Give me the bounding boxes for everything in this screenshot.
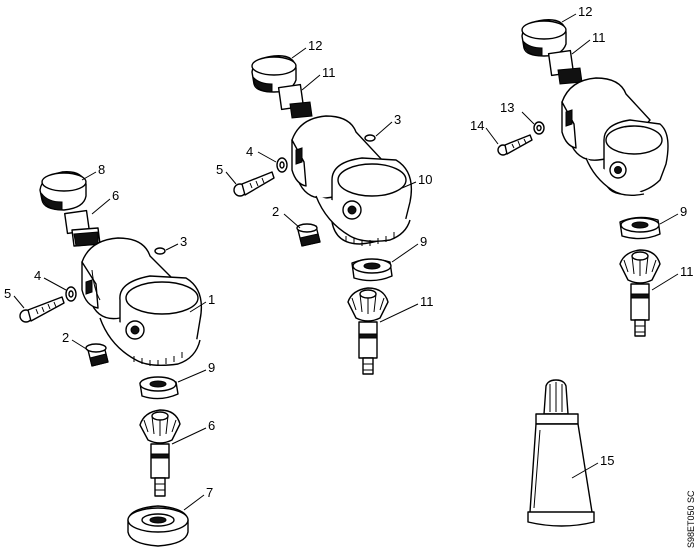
part-a-gear-shaft <box>139 409 181 497</box>
part-a-cap <box>39 171 87 211</box>
callout-a-8: 8 <box>98 162 105 177</box>
part-a-large-bearing <box>127 505 189 547</box>
callout-b-11b: 11 <box>420 294 434 309</box>
part-c-washer <box>533 121 545 135</box>
part-c-gear-shaft <box>619 249 661 337</box>
callout-a-1: 1 <box>208 292 215 307</box>
callout-a-7: 7 <box>206 485 213 500</box>
part-b-pinion <box>277 83 313 119</box>
part-b-screw <box>233 171 275 197</box>
callout-c-14: 14 <box>470 118 484 133</box>
callout-b-9: 9 <box>420 234 427 249</box>
part-b-ring <box>364 134 376 142</box>
part-c-bearing <box>619 216 661 240</box>
assembly-a <box>19 171 203 547</box>
callout-b-12: 12 <box>308 38 322 53</box>
callout-a-3: 3 <box>180 234 187 249</box>
callout-a-2: 2 <box>62 330 69 345</box>
callout-a-6b: 6 <box>208 418 215 433</box>
part-a-plug <box>85 343 109 367</box>
callout-b-11: 11 <box>322 65 336 80</box>
part-a-ring <box>154 247 166 255</box>
callout-c-9: 9 <box>680 204 687 219</box>
callout-c-13: 13 <box>500 100 514 115</box>
callout-c-12: 12 <box>578 4 592 19</box>
part-b-gear-shaft <box>347 287 389 375</box>
callout-a-5: 5 <box>4 286 11 301</box>
part-a-bearing <box>139 376 179 400</box>
assembly-c <box>497 19 669 337</box>
part-b-washer <box>276 157 288 173</box>
callout-labels: 8 6 3 4 5 1 2 9 6 7 12 11 3 4 5 10 2 9 1… <box>4 4 694 500</box>
callout-a-6: 6 <box>112 188 119 203</box>
part-b-plug <box>296 223 321 247</box>
drawing-code: S98ET050 SC <box>686 490 696 548</box>
part-c-cap <box>521 19 567 57</box>
part-grease-tube <box>527 379 595 527</box>
callout-d-15: 15 <box>600 453 614 468</box>
part-c-screw <box>497 134 533 156</box>
callout-a-4: 4 <box>34 268 41 283</box>
part-c-pinion <box>547 49 583 85</box>
callout-c-11: 11 <box>592 30 606 45</box>
callout-b-5: 5 <box>216 162 223 177</box>
assembly-b <box>233 55 413 375</box>
part-b-bearing <box>351 258 393 282</box>
callout-b-2: 2 <box>272 204 279 219</box>
part-c-housing <box>561 77 669 197</box>
callout-c-11b: 11 <box>680 264 694 279</box>
part-b-cap <box>251 55 297 93</box>
part-b-housing <box>291 115 413 246</box>
part-a-pinion <box>64 209 101 247</box>
part-a-screw <box>19 296 65 323</box>
callout-b-4: 4 <box>246 144 253 159</box>
leader-lines <box>13 13 679 511</box>
part-a-housing <box>81 237 203 367</box>
callout-b-10: 10 <box>418 172 432 187</box>
part-a-washer <box>65 286 77 302</box>
callout-a-9: 9 <box>208 360 215 375</box>
callout-b-3: 3 <box>394 112 401 127</box>
